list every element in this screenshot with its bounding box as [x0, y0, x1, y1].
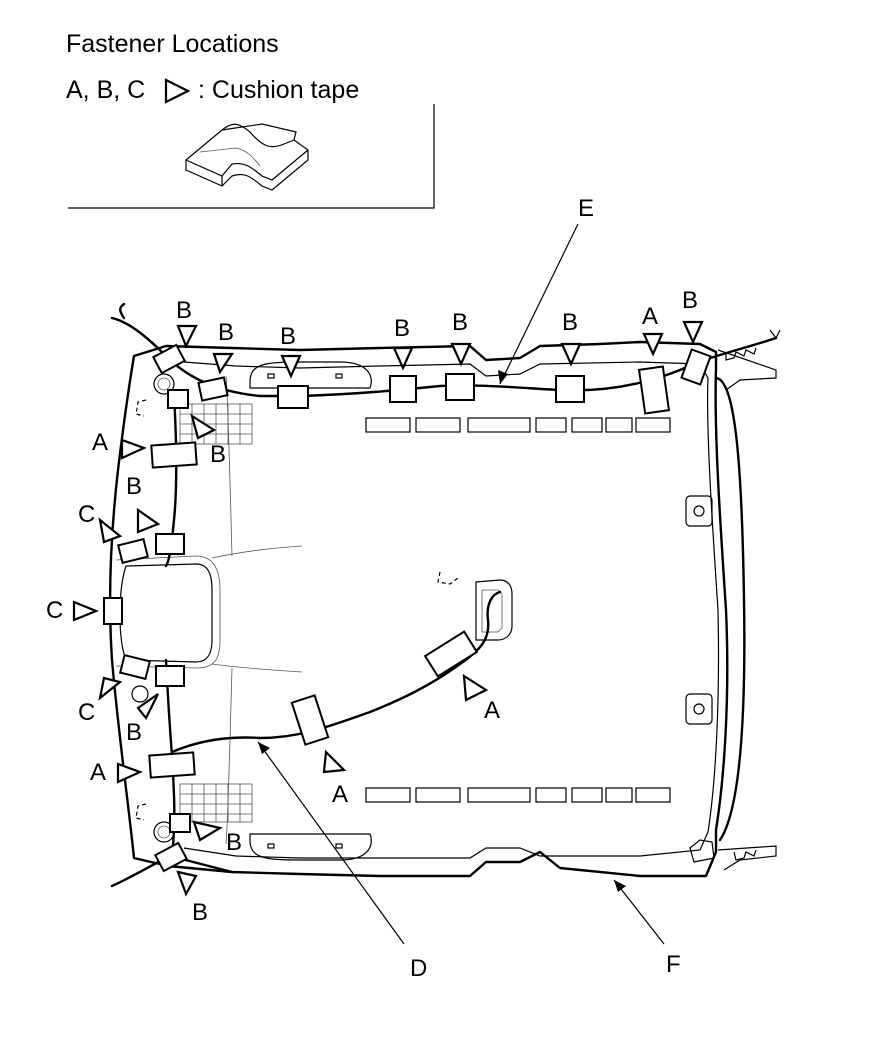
legend-triangle-icon: [164, 78, 191, 104]
label-a: A: [90, 759, 106, 786]
triangle-icon: [176, 324, 198, 349]
tape-a-d-1: [290, 694, 330, 746]
label-a: A: [642, 303, 658, 330]
tape-a-d-2: [423, 630, 479, 678]
legend-frame: [68, 104, 435, 209]
tape-b-corner-2: [197, 376, 229, 402]
label-b: B: [210, 441, 226, 468]
legend-tape-description: : Cushion tape: [198, 76, 359, 104]
triangle-icon: [120, 438, 147, 460]
label-c: C: [78, 699, 95, 726]
triangle-icon: [176, 870, 198, 897]
legend: Fastener Locations A, B, C : Cushion tap…: [66, 30, 435, 209]
tape-b-corner-5: [153, 841, 189, 873]
label-b: B: [394, 315, 410, 342]
triangle-icon: [72, 600, 99, 622]
label-b: B: [126, 719, 142, 746]
triangle-icon: [190, 413, 217, 440]
label-b: B: [126, 473, 142, 500]
cushion-tapes: [103, 343, 712, 873]
labels: E D F B B B B B B A B B A B C C C B A B …: [46, 195, 698, 982]
triangle-markers: [72, 320, 704, 897]
tape-b-top-5: [680, 348, 712, 386]
triangle-icon: [136, 507, 161, 534]
triangle-icon: [116, 762, 143, 784]
tape-b-left-bottom: [155, 665, 185, 687]
tape-a-left-bottom: [148, 751, 196, 779]
tape-c-left-mid: [103, 597, 123, 625]
tape-b-corner-1: [151, 343, 187, 375]
triangle-icon: [682, 320, 704, 345]
triangle-icon: [98, 676, 123, 701]
triangle-icon: [212, 352, 235, 375]
tape-c-left-bottom: [118, 653, 152, 681]
label-b: B: [226, 829, 242, 856]
label-b: B: [452, 309, 468, 336]
label-f: F: [666, 951, 681, 978]
label-a: A: [332, 781, 348, 808]
harness-d: [170, 590, 502, 754]
triangle-icon: [192, 820, 223, 842]
label-e: E: [578, 195, 594, 222]
triangle-icon: [462, 673, 489, 702]
tape-b-left-top: [155, 533, 185, 555]
label-b: B: [176, 297, 192, 324]
tape-b-top-1: [277, 385, 309, 409]
label-d: D: [410, 955, 427, 982]
tape-c-left-top: [116, 537, 150, 565]
triangle-icon: [642, 332, 664, 357]
label-b: B: [192, 899, 208, 926]
triangle-icon: [560, 342, 582, 367]
label-c: C: [46, 597, 63, 624]
tape-a-top: [637, 365, 671, 415]
label-a: A: [92, 429, 108, 456]
triangle-icon: [392, 346, 414, 371]
label-b: B: [562, 309, 578, 336]
tape-b-top-4: [555, 375, 585, 403]
cushion-tape-icon: [184, 123, 309, 191]
tape-b-corner-3: [167, 389, 189, 409]
headliner-outline: [108, 340, 777, 878]
label-b: B: [218, 319, 234, 346]
triangle-icon: [98, 517, 123, 544]
legend-tape-types: A, B, C: [66, 76, 145, 104]
tape-b-corner-4: [169, 813, 191, 833]
label-a: A: [484, 697, 500, 724]
label-b: B: [280, 323, 296, 350]
tape-b-top-2: [389, 375, 417, 403]
triangle-icon: [280, 354, 302, 379]
label-c: C: [78, 501, 95, 528]
tape-b-top-3: [445, 373, 475, 401]
triangle-icon: [322, 749, 347, 774]
triangle-icon: [136, 693, 159, 721]
label-b: B: [682, 287, 698, 314]
leader-lines: [257, 223, 665, 945]
triangle-icon: [450, 342, 472, 367]
tape-a-left-top: [150, 441, 198, 469]
legend-title: Fastener Locations: [66, 30, 279, 58]
